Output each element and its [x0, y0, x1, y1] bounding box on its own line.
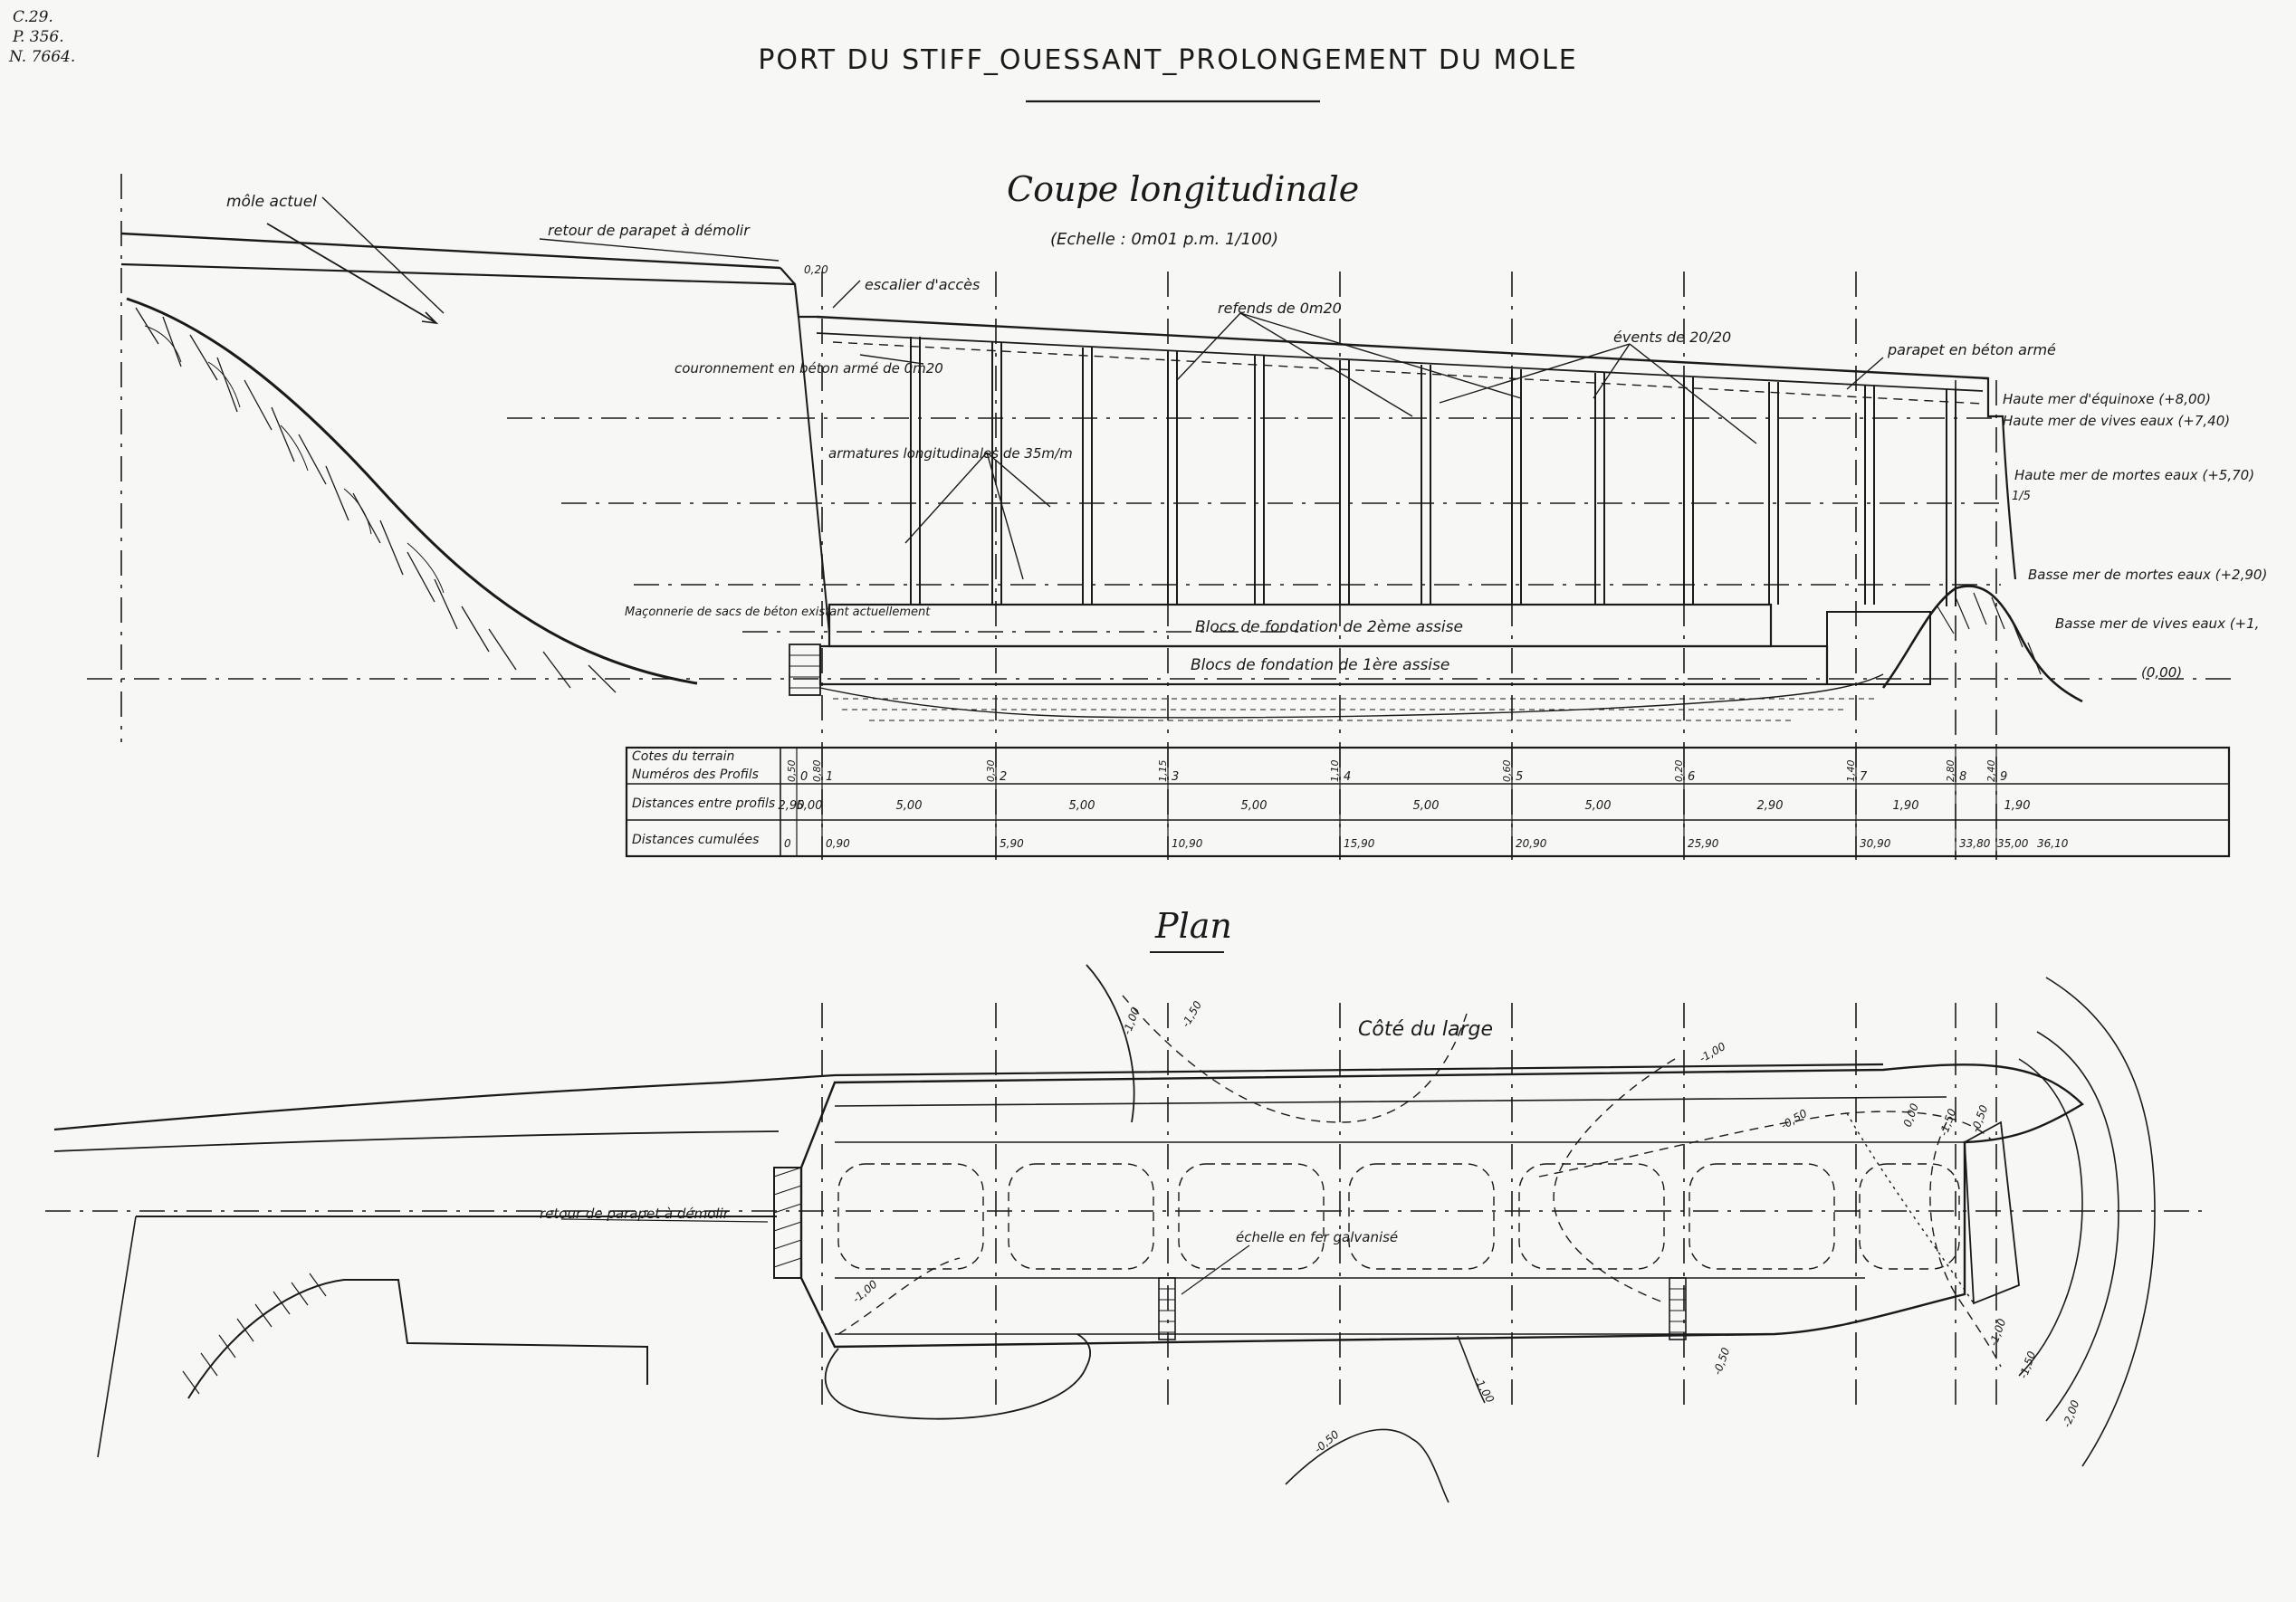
terrain-elevation: 0,80: [811, 760, 823, 783]
profile-axes: [120, 174, 1997, 860]
plan-cells: [837, 1163, 1960, 1270]
distance-between: 1,90: [1893, 799, 1919, 813]
terrain-elevation: 0,30: [985, 760, 997, 783]
contour-label: -2,00: [2061, 1398, 2082, 1429]
plan-heading: Plan: [1154, 906, 1232, 946]
distance-between: 5,00: [1585, 799, 1612, 813]
terrain-elevation: 1,15: [1157, 760, 1169, 783]
cumulative-distance: 36,10: [2037, 837, 2069, 850]
contour-label: -0,50: [1779, 1107, 1810, 1132]
profile-number: 1: [826, 770, 833, 784]
distance-between: 5,00: [896, 799, 923, 813]
terrain-elevation: 1,10: [1329, 760, 1341, 783]
contour-label: 0,00: [1901, 1101, 1921, 1129]
label-maconnerie: Maçonnerie de sacs de béton existant act…: [625, 606, 931, 619]
plan-label-echelle: échelle en fer galvanisé: [1236, 1229, 1398, 1245]
terrain-slope: [126, 297, 698, 693]
profile-number: 9: [2000, 770, 2007, 784]
cumulative-distance: 10,90: [1172, 837, 1203, 850]
distance-between: 2,90: [779, 799, 805, 813]
cumulative-distance: 20,90: [1516, 837, 1547, 850]
tide-1: Haute mer d'équinoxe (+8,00): [2003, 391, 2211, 407]
tide-lines: [87, 417, 2236, 680]
cumulative-distance: 5,90: [1000, 837, 1024, 850]
existing-mole: [120, 223, 817, 325]
plan-axes: [45, 1003, 2209, 1412]
cumulative-distance: 35,00: [1997, 837, 2029, 850]
contour-label: -1,00: [1121, 1006, 1143, 1036]
tide-5: Basse mer de vives eaux (+1,: [2055, 615, 2259, 632]
label-mole-actuel: môle actuel: [226, 193, 317, 211]
margin-ref: P. 356.: [12, 28, 64, 46]
profile-number: 2: [1000, 770, 1007, 784]
contours: [824, 964, 2156, 1503]
label-armatures: armatures longitudinales de 35m/m: [828, 445, 1073, 462]
distance-between: 5,00: [1069, 799, 1095, 813]
profile-number: 8: [1959, 770, 1966, 784]
label-small: 0,20: [804, 263, 828, 276]
label-bloc2: Blocs de fondation de 2ème assise: [1195, 618, 1463, 636]
label-couronnement: couronnement en béton armé de 0m20: [674, 360, 943, 377]
table-row-header: Numéros des Profils: [632, 768, 759, 782]
profile-number: 0: [800, 770, 808, 784]
new-mole-structure: [321, 196, 2083, 721]
contour-label: -0,50: [1711, 1346, 1733, 1377]
table-row-header: Distances entre profils: [632, 796, 775, 811]
cumulative-distance: 0: [784, 837, 791, 850]
plan-cote-large: Côté du large: [1358, 1018, 1493, 1041]
margin-ref: C.29.: [13, 8, 53, 26]
plan-label-retour: retour de parapet à démolir: [540, 1206, 730, 1222]
distance-between: 1,90: [2004, 799, 2031, 813]
tide-3: Haute mer de mortes eaux (+5,70): [2014, 467, 2254, 483]
contour-label: -1,50: [2017, 1349, 2039, 1380]
profile-table: Cotes du terrain Numéros des Profils Dis…: [625, 746, 2231, 858]
distance-between: 5,00: [1241, 799, 1268, 813]
cumulative-distance: 30,90: [1860, 837, 1891, 850]
terrain-elevation: 0,60: [1501, 760, 1513, 783]
terrain-elevation: 0,50: [786, 760, 798, 783]
plan-mole: [53, 1063, 2084, 1458]
tide-4: Basse mer de mortes eaux (+2,90): [2028, 567, 2267, 583]
table-row-header: Cotes du terrain: [632, 749, 734, 764]
profile-number: 5: [1516, 770, 1523, 784]
terrain-elevation: 1,40: [1845, 760, 1857, 783]
distance-between: 5,00: [1413, 799, 1440, 813]
contour-label: -1,00: [850, 1277, 880, 1305]
section-labels: môle actuel retour de parapet à démolir …: [226, 193, 2267, 681]
cumulative-distance: 25,90: [1688, 837, 1719, 850]
profile-number: 7: [1860, 770, 1868, 784]
sheet-title: PORT DU STIFF_OUESSANT_PROLONGEMENT DU M…: [758, 44, 1577, 76]
distance-between: 5,00: [797, 799, 823, 813]
section-scale: (Echelle : 0m01 p.m. 1/100): [1050, 230, 1278, 249]
terrain-elevation: 0,20: [1673, 760, 1685, 783]
plan-labels: retour de parapet à démolir échelle en f…: [540, 998, 2082, 1455]
cumulative-distance: 15,90: [1344, 837, 1375, 850]
label-events: évents de 20/20: [1613, 329, 1731, 346]
profile-number: 3: [1172, 770, 1179, 784]
contour-label: -1,00: [1471, 1375, 1497, 1406]
label-bloc1: Blocs de fondation de 1ère assise: [1191, 656, 1449, 674]
zero-label: (0,00): [2141, 664, 2182, 681]
contour-label: -1,00: [1987, 1317, 2009, 1348]
label-retour-parapet: retour de parapet à démolir: [548, 222, 751, 239]
slope-label: 1/5: [2012, 490, 2031, 503]
cumulative-distance: 33,80: [1959, 837, 1991, 850]
terrain-elevation: 2,40: [1985, 760, 1997, 783]
distance-between: 2,90: [1757, 799, 1784, 813]
label-escalier: escalier d'accès: [865, 276, 980, 293]
profile-number: 4: [1344, 770, 1351, 784]
terrain-elevation: 2,80: [1945, 760, 1956, 783]
contour-label: -1,50: [1179, 998, 1204, 1029]
label-parapet: parapet en béton armé: [1887, 341, 2056, 358]
contour-label: -0,50: [1312, 1427, 1342, 1455]
contour-label: -1,00: [1698, 1040, 1728, 1065]
cumulative-distance: 0,90: [826, 837, 850, 850]
label-refends: refends de 0m20: [1218, 300, 1342, 317]
table-row-header: Distances cumulées: [632, 833, 759, 847]
section-heading: Coupe longitudinale: [1007, 169, 1359, 209]
margin-ref: N. 7664.: [8, 48, 75, 66]
tide-2: Haute mer de vives eaux (+7,40): [2003, 413, 2230, 429]
profile-number: 6: [1688, 770, 1695, 784]
